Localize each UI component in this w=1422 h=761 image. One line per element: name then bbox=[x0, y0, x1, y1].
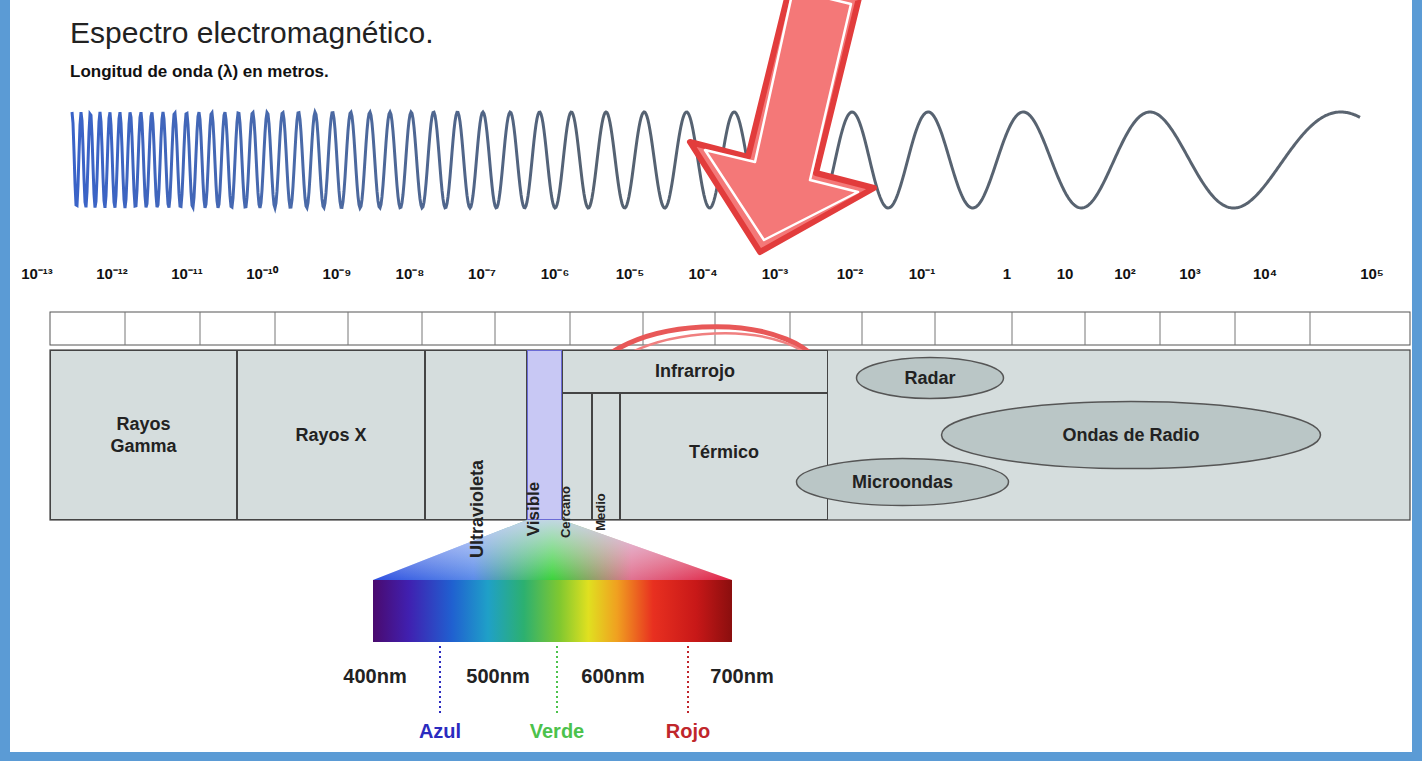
axis-tick-label: 10² bbox=[1114, 265, 1136, 282]
color-name: Verde bbox=[530, 720, 584, 743]
visible-fan bbox=[373, 520, 732, 580]
wavelength-label: 400nm bbox=[343, 665, 406, 688]
axis-tick-label: 10⁵ bbox=[1360, 265, 1384, 282]
axis-tick-label: 10⁻⁷ bbox=[468, 263, 496, 283]
band-label: Radar bbox=[904, 368, 955, 389]
axis-tick-label: 10⁻⁹ bbox=[323, 263, 352, 283]
band-label: Ultravioleta bbox=[466, 459, 487, 557]
visible-fan-shade bbox=[373, 520, 732, 580]
wavelength-label: 500nm bbox=[466, 665, 529, 688]
wavelength-label: 600nm bbox=[581, 665, 644, 688]
axis-tick-label: 10⁻¹¹ bbox=[171, 263, 203, 283]
band-rayos-gamma: Rayos Gamma bbox=[50, 350, 237, 520]
band-ultravioleta: Ultravioleta bbox=[425, 350, 527, 520]
color-name: Rojo bbox=[666, 720, 710, 743]
subtitle: Longitud de onda (λ) en metros. bbox=[70, 62, 329, 82]
band-row bbox=[50, 350, 1410, 520]
blue-dotted-marker bbox=[439, 646, 441, 716]
axis-tick-label: 10³ bbox=[1179, 265, 1201, 282]
radar-ellipse: Radar bbox=[855, 356, 1005, 400]
axis-tick-label: 10⁻¹⁰ bbox=[246, 263, 278, 283]
axis-tick-label: 10 bbox=[1057, 265, 1074, 282]
band-label: Rayos Gamma bbox=[94, 413, 194, 458]
diagram-title: Espectro electromagnético. bbox=[70, 16, 434, 50]
band-ir-termico: Térmico bbox=[620, 393, 828, 520]
axis-tick-label: 10⁻⁸ bbox=[396, 263, 425, 283]
band-label: Infrarrojo bbox=[655, 361, 735, 382]
red-dotted-marker bbox=[687, 646, 689, 716]
band-label: Cercano bbox=[557, 485, 572, 537]
band-ir-medio: Medio bbox=[592, 393, 620, 520]
axis-tick-label: 10⁻⁶ bbox=[541, 263, 570, 283]
axis-tick-label: 10⁻³ bbox=[762, 263, 789, 283]
microwave-ellipse: Microondas bbox=[795, 457, 1010, 507]
axis-tick-label: 10⁻² bbox=[837, 263, 864, 283]
visible-rainbow bbox=[373, 580, 732, 642]
band-label: Ondas de Radio bbox=[1062, 425, 1199, 446]
red-pointer-arrow bbox=[690, 0, 874, 252]
axis-tick-label: 1 bbox=[1003, 265, 1011, 282]
band-label: Microondas bbox=[852, 472, 953, 493]
band-label: Visible bbox=[524, 482, 544, 537]
axis-tick-label: 10⁻⁴ bbox=[688, 263, 717, 283]
axis-tick-label: 10⁻¹ bbox=[909, 263, 936, 283]
band-label: Medio bbox=[593, 493, 608, 531]
axis-tick-label: 10⁻⁵ bbox=[616, 263, 645, 283]
axis-tick-label: 10⁻¹³ bbox=[21, 263, 53, 283]
band-visible: Visible bbox=[527, 350, 562, 520]
band-label: Térmico bbox=[689, 442, 759, 463]
band-ir-cercano: Cercano bbox=[562, 393, 592, 520]
axis-tick-label: 10⁴ bbox=[1253, 265, 1277, 282]
radio-ellipse: Ondas de Radio bbox=[940, 400, 1322, 470]
green-dotted-marker bbox=[556, 646, 558, 716]
wavelength-label: 700nm bbox=[710, 665, 773, 688]
axis-tick-label: 10⁻¹² bbox=[96, 263, 128, 283]
band-infrarrojo: Infrarrojo bbox=[562, 350, 828, 393]
band-rayos-x: Rayos X bbox=[237, 350, 425, 520]
band-label: Rayos X bbox=[295, 425, 366, 446]
color-name: Azul bbox=[419, 720, 461, 743]
